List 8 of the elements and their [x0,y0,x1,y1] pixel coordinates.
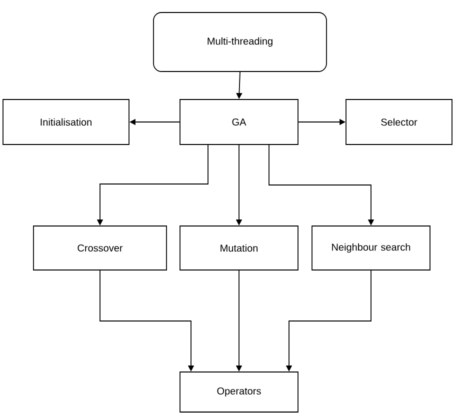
process-box: Mutation [180,226,298,270]
process-box: Operators [180,372,298,412]
process-box: GA [180,99,298,145]
process-box: Initialisation [2,99,130,145]
process-box: Neighbour search [312,226,430,270]
process-box: Selector [346,99,452,145]
process-box: Crossover [33,226,167,270]
rounded-box: Multi-threading [153,12,327,72]
